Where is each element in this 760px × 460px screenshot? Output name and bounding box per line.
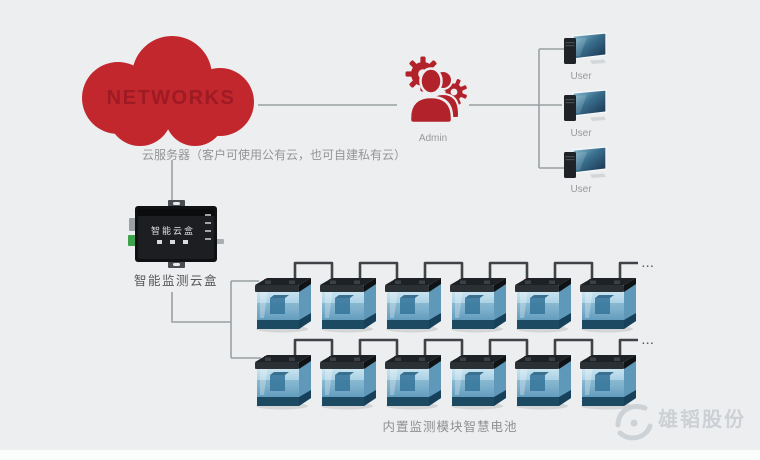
user2-desktop-computer-icon — [563, 89, 607, 122]
battery-row-ellipsis: ... — [642, 259, 655, 270]
vision-swirl-logo-icon — [615, 404, 653, 441]
user1-label: User — [570, 71, 592, 82]
smart-battery-icon — [580, 278, 636, 333]
battery-cable-line — [553, 338, 594, 358]
battery-cable-line — [293, 338, 334, 358]
device-terminal-block — [128, 235, 136, 246]
battery-row-ellipsis: ... — [642, 336, 655, 347]
battery-cable-line — [293, 261, 334, 281]
cloud-caption: 云服务器（客户可使用公有云，也可自建私有云） — [142, 148, 407, 162]
monitoring-box-icon: 智能云盒 — [128, 200, 224, 268]
device-serial-port — [129, 218, 136, 231]
battery-cable-line — [423, 338, 464, 358]
battery-cable-line — [488, 338, 529, 358]
battery-caption: 内置监测模块智慧电池 — [382, 420, 518, 434]
admin-label: Admin — [418, 133, 448, 144]
battery-cable-line — [553, 261, 594, 281]
smart-battery-icon — [450, 355, 506, 410]
device-label: 智能监测云盒 — [133, 274, 218, 288]
user3-desktop-computer-icon — [563, 146, 607, 179]
user3-label: User — [570, 184, 592, 195]
battery-cable-line — [618, 338, 638, 358]
smart-battery-icon — [255, 355, 311, 410]
smart-battery-icon — [320, 278, 376, 333]
battery-cable-line — [423, 261, 464, 281]
bottom-margin — [0, 450, 760, 460]
smart-battery-icon — [580, 355, 636, 410]
user1-desktop-computer-icon — [563, 32, 607, 65]
line-device-bus — [171, 292, 231, 323]
battery-cable-line — [618, 261, 638, 281]
admin-gears-person-icon — [405, 56, 467, 125]
device-antenna-port — [216, 239, 224, 244]
smart-battery-icon — [450, 278, 506, 333]
cloud-icon: NETWORKS — [82, 36, 254, 146]
battery-cable-line — [358, 261, 399, 281]
smart-battery-icon — [515, 355, 571, 410]
smart-battery-icon — [255, 278, 311, 333]
smart-battery-icon — [385, 278, 441, 333]
smart-battery-icon — [515, 278, 571, 333]
smart-battery-icon — [320, 355, 376, 410]
user2-label: User — [570, 128, 592, 139]
smart-battery-icon — [385, 355, 441, 410]
battery-cable-line — [488, 261, 529, 281]
battery-cable-line — [358, 338, 399, 358]
watermark-text: 雄韬股份 — [658, 409, 746, 431]
device-panel-text: 智能云盒 — [151, 225, 195, 236]
cloud-title: NETWORKS — [107, 87, 236, 109]
battery-field: ...... — [255, 259, 655, 410]
